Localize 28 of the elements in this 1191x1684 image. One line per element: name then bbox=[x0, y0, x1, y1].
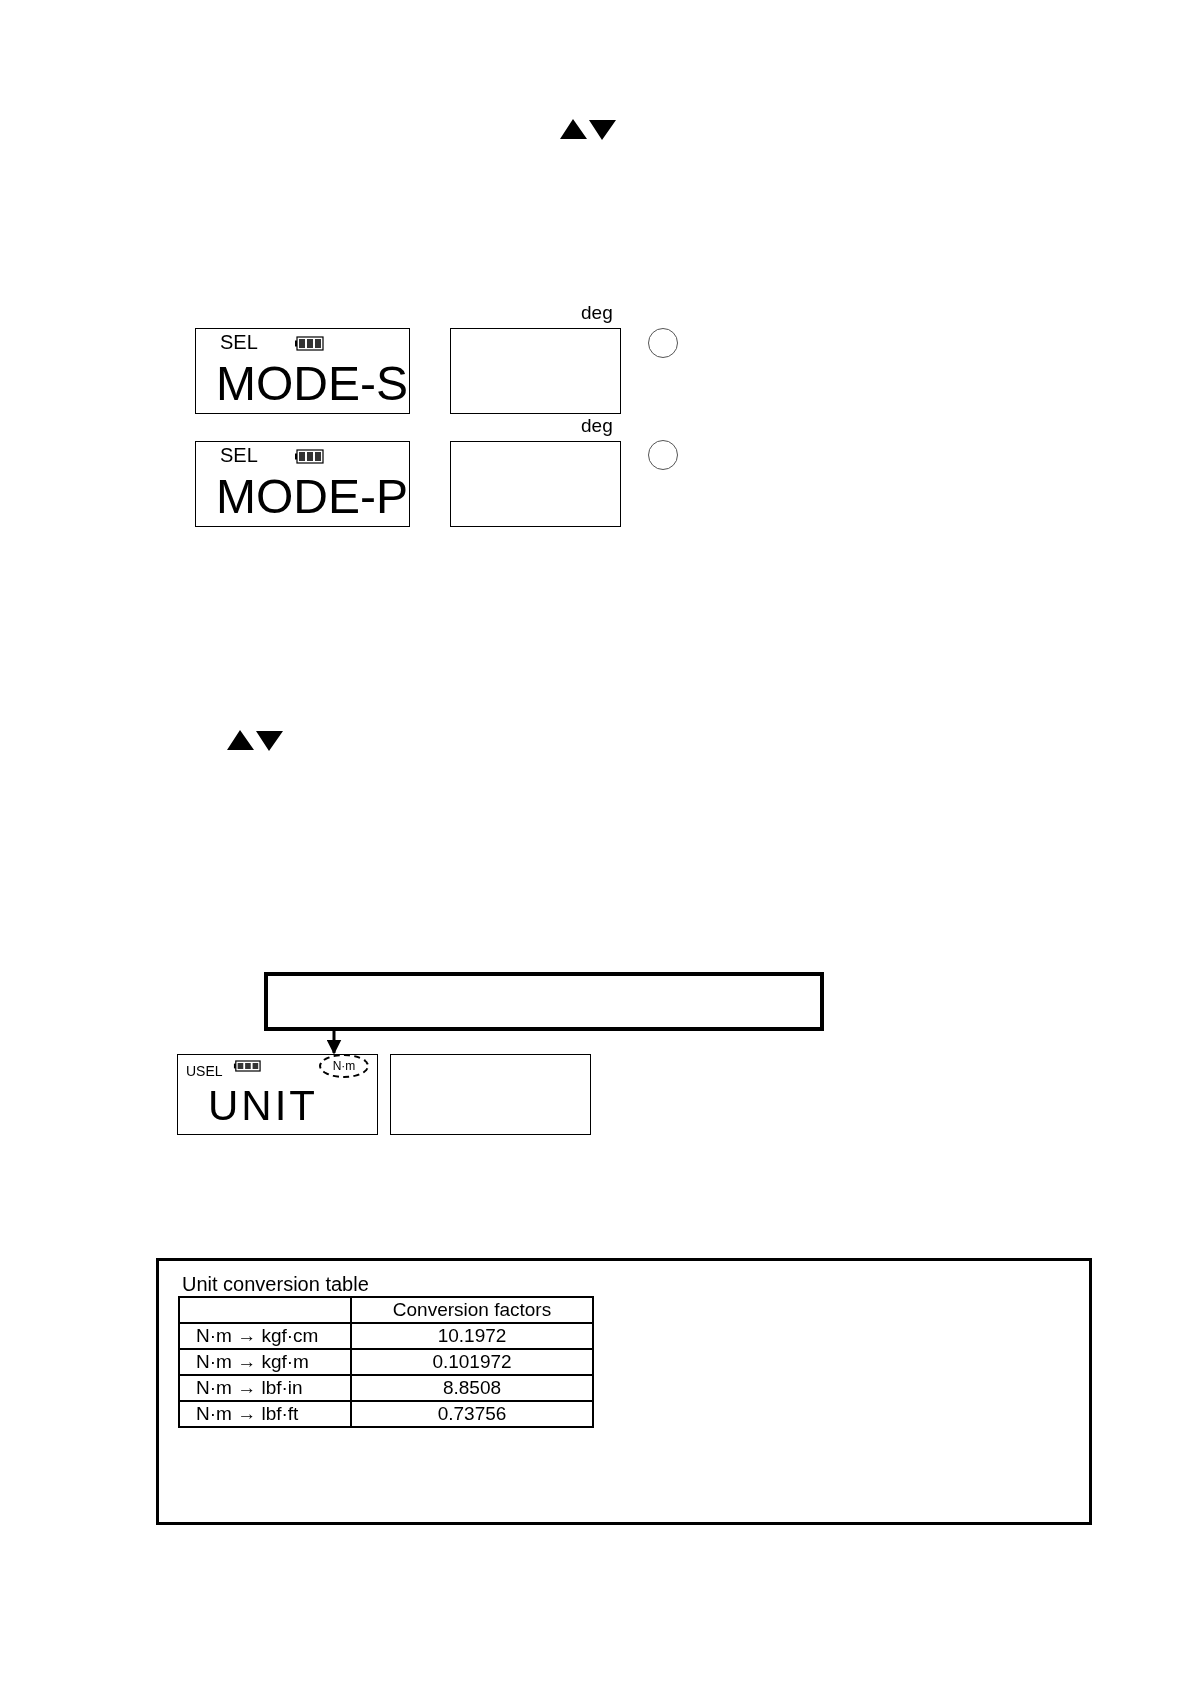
unit-indicator: N·m bbox=[319, 1054, 369, 1078]
note-frame bbox=[156, 1258, 1092, 1525]
unit-label: deg bbox=[581, 302, 613, 324]
lcd-label: USEL bbox=[186, 1062, 223, 1081]
lcd-label: SEL bbox=[220, 331, 258, 353]
lcd-display bbox=[195, 328, 410, 414]
callout-box bbox=[264, 972, 824, 1031]
lcd-display bbox=[195, 441, 410, 527]
arrow bbox=[326, 1031, 342, 1055]
unit-label: deg bbox=[581, 415, 613, 437]
table-cell: N·m → kgf·cm bbox=[179, 1323, 351, 1349]
lcd-mode-text: MODE-S bbox=[216, 359, 408, 409]
table-cell: 10.1972 bbox=[351, 1323, 593, 1349]
table-cell: N·m → kgf·m bbox=[179, 1349, 351, 1375]
display-box bbox=[450, 441, 621, 527]
table-cell: 0.73756 bbox=[351, 1401, 593, 1427]
display-box bbox=[450, 328, 621, 414]
table-cell: N·m → lbf·in bbox=[179, 1375, 351, 1401]
display-box bbox=[390, 1054, 591, 1135]
table-cell: 8.8508 bbox=[351, 1375, 593, 1401]
table-cell: N·m → lbf·ft bbox=[179, 1401, 351, 1427]
lcd-mode-text: MODE-P bbox=[216, 472, 408, 522]
table-cell: 0.101972 bbox=[351, 1349, 593, 1375]
lcd-display bbox=[177, 1054, 378, 1135]
lcd-label: SEL bbox=[220, 444, 258, 466]
table-title: Unit conversion table bbox=[182, 1273, 369, 1296]
table-header: Conversion factors bbox=[351, 1297, 593, 1323]
lcd-mode-text: UNIT bbox=[208, 1081, 318, 1131]
